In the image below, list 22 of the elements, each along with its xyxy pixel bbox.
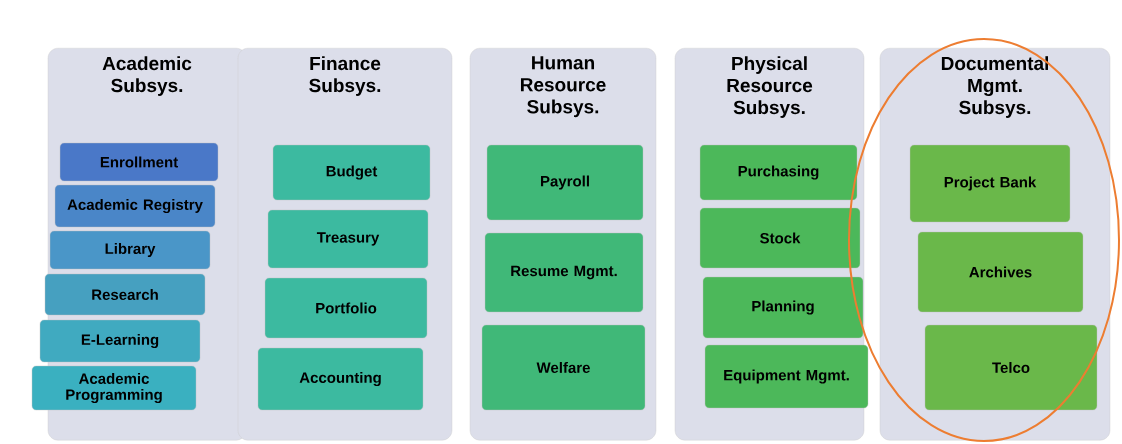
subsystem-module-box: E-Learning bbox=[39, 319, 201, 363]
subsystem-module-box: Purchasing bbox=[699, 144, 858, 201]
subsystem-module-box: Treasury bbox=[267, 209, 429, 269]
subsystem-module-box: Planning bbox=[702, 276, 864, 339]
subsystem-module-box: Stock bbox=[699, 207, 861, 269]
subsystem-module-box: Academic Registry bbox=[54, 184, 216, 228]
subsystem-module-box: Resume Mgmt. bbox=[484, 232, 644, 313]
node-label: Academic Subsys. bbox=[102, 56, 192, 96]
subsystem-module-box: Budget bbox=[272, 144, 431, 201]
subsystem-module-box: Project Bank bbox=[909, 144, 1071, 223]
subsystem-module-box: Portfolio bbox=[264, 277, 428, 339]
subsystem-module-box: Research bbox=[44, 273, 206, 316]
subsystem-module-box: Accounting bbox=[257, 347, 424, 411]
subsystem-module-box: Welfare bbox=[481, 324, 646, 411]
subsystem-module-box: Telco bbox=[924, 324, 1098, 411]
subsystem-module-box: Library bbox=[49, 230, 211, 270]
subsystem-module-box: Enrollment bbox=[59, 142, 219, 182]
highlight-ellipse bbox=[848, 38, 1120, 442]
subsystem-module-box: Equipment Mgmt. bbox=[704, 344, 869, 409]
subsystem-module-box: Payroll bbox=[486, 144, 644, 221]
subsystem-module-box: Academic Programming bbox=[31, 365, 197, 411]
subsystem-module-box: Archives bbox=[917, 231, 1084, 313]
